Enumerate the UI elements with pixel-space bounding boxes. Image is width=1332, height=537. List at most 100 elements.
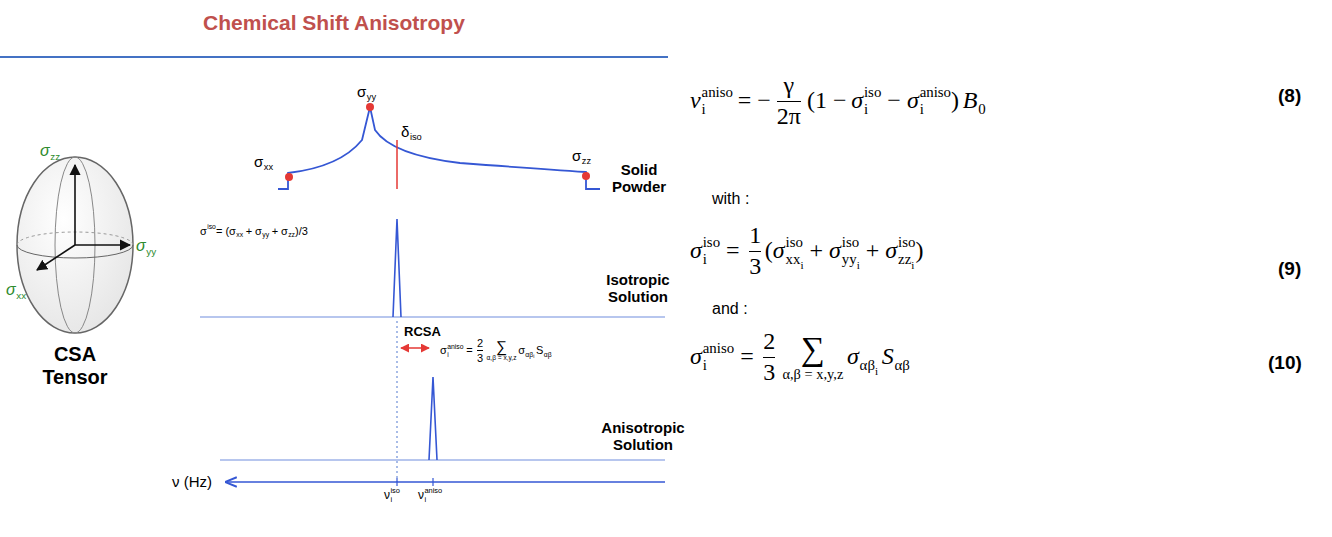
script-spacer xyxy=(860,340,878,357)
equation-text: σanisoi xyxy=(690,340,734,374)
peak-label: iso xyxy=(410,132,422,143)
equation-text: xx xyxy=(786,251,801,268)
script-spacer xyxy=(367,81,376,92)
script-spacer xyxy=(207,231,216,239)
equation-text: yy xyxy=(842,251,857,268)
frequency-axis xyxy=(226,481,665,483)
formula-text: xx xyxy=(236,223,243,239)
formula-text: σiso xyxy=(200,223,216,239)
axis-tick-label: isoi xyxy=(390,487,400,504)
axis-tick-label: i xyxy=(390,496,392,505)
formula-text: 2 xyxy=(477,337,483,350)
formula-text: xx xyxy=(236,231,243,239)
equation-text: aniso xyxy=(702,84,733,101)
equation-text: iso xyxy=(898,234,915,251)
spectrum-label-group: Solid Powder xyxy=(603,161,675,196)
tensor-point xyxy=(285,173,293,181)
connector-word: with : xyxy=(712,190,749,208)
tensor-axis-label: xx xyxy=(16,279,26,302)
script-spacer xyxy=(262,223,269,231)
equation-number: (10) xyxy=(1268,352,1302,374)
script-spacer xyxy=(146,235,156,246)
equation-text: σisoxxi xyxy=(773,234,804,268)
tensor-axis-label: σ xyxy=(136,237,146,255)
equation-text: B0 xyxy=(963,84,986,118)
formula-text: ∑α,β = x,y,z xyxy=(486,339,516,362)
tensor-axis-label: zz xyxy=(50,140,60,163)
rcsa-label-group: RCSA xyxy=(404,325,441,340)
tensor-axis-label-group: σxx xyxy=(6,279,26,302)
equation-text: αβ xyxy=(895,340,910,374)
equation-text: σ xyxy=(773,237,785,265)
tensor-axis-label: xx xyxy=(16,290,26,301)
formula-text: iso xyxy=(207,223,216,239)
peak-label: zz xyxy=(582,156,591,167)
equation-text: 0 xyxy=(978,84,985,118)
iso-guide xyxy=(396,321,397,482)
equation-text: ( xyxy=(765,237,773,265)
formula-text: σ xyxy=(518,344,525,357)
peak-label: σ xyxy=(254,153,263,170)
equation-text: i xyxy=(702,101,733,118)
equation-text: νanisoi xyxy=(690,84,733,118)
formula-text: 23 xyxy=(477,337,483,364)
equation-text: yyi xyxy=(842,251,860,268)
axis-tick-label: iso xyxy=(390,487,400,496)
powder-pattern xyxy=(278,107,600,189)
equation-text: i xyxy=(800,259,803,272)
equation-text: σisozzi xyxy=(885,234,915,268)
script-spacer xyxy=(544,343,552,351)
fraction-bar xyxy=(477,350,483,351)
equation-text: + xyxy=(810,237,824,265)
formula-text: i xyxy=(447,351,463,359)
formula-text: σyy xyxy=(255,223,269,239)
iso-peak xyxy=(393,219,401,317)
fraction-bar xyxy=(749,251,761,252)
axis-arrow xyxy=(74,165,76,245)
formula-text: anisoi xyxy=(447,343,463,359)
equation-text: σisoi xyxy=(690,234,720,268)
formula-text: i xyxy=(447,351,449,359)
equation-text: 13 xyxy=(749,222,761,281)
formula-text: yy xyxy=(262,231,269,239)
fraction-bar xyxy=(763,357,775,358)
equation-text: σanisoi xyxy=(907,84,951,118)
equation-text: B xyxy=(963,87,978,115)
script-spacer xyxy=(978,84,985,101)
axis-tick-label: ν xyxy=(418,489,424,503)
tensor-axis-label: zz xyxy=(50,151,60,162)
equation-text: i xyxy=(920,101,951,118)
formula-text: zz xyxy=(288,231,295,239)
equation-text: σ xyxy=(690,343,702,371)
equation-text: σ xyxy=(829,237,841,265)
connector-word: and : xyxy=(712,300,748,318)
equation-text: 0 xyxy=(978,101,985,118)
formula-text: σ xyxy=(281,225,288,238)
equation-text: isoi xyxy=(703,234,720,268)
axis-tick-label-group: νanisoi xyxy=(418,487,442,504)
equation-text: ) xyxy=(951,87,959,115)
script-spacer xyxy=(410,121,422,132)
formula-text: yy xyxy=(262,223,269,239)
formula-text: = xyxy=(466,344,472,357)
peak-label-group: σxx xyxy=(254,151,273,172)
script-spacer xyxy=(50,140,60,151)
equation-text: i xyxy=(875,365,878,378)
formula-text: aniso xyxy=(447,343,463,351)
equation-text: αβi xyxy=(860,357,878,374)
formula-text: zz xyxy=(288,231,295,239)
equation-text: ∑ xyxy=(801,332,825,366)
equation-text: iso xyxy=(864,84,881,101)
tensor-equator-front xyxy=(17,245,133,258)
equation-text: xxi xyxy=(786,251,804,268)
formula-text: αβi xyxy=(525,351,534,359)
equation-text: α,β = x,y,z xyxy=(782,366,843,383)
equation-text: aniso xyxy=(703,340,734,357)
equation-text: i xyxy=(864,101,868,118)
peak-label: σyy xyxy=(357,81,376,102)
formula-text: i xyxy=(533,354,534,360)
spectrum-label: Solid Powder xyxy=(603,161,675,196)
peak-label-group: δiso xyxy=(401,121,422,142)
tensor-axis-label: σ xyxy=(40,142,50,160)
formula-text: σ xyxy=(440,344,447,357)
